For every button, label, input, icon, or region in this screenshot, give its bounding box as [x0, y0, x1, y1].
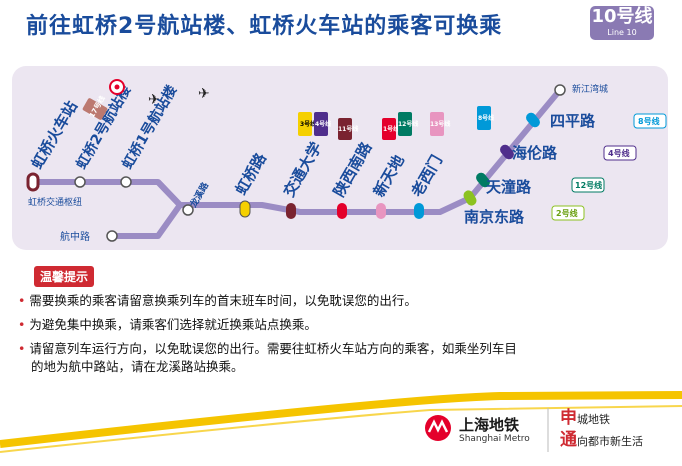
metro-logo-cn: 上海地铁: [459, 416, 520, 434]
station-marker-tiantong: [476, 172, 490, 188]
notice-item-3-text: 请留意列车运行方向，以免耽误您的出行。需要往虹桥火车站方向的乘客，如乘坐列车目: [29, 341, 517, 356]
metro-logo-en: Shanghai Metro: [459, 434, 530, 444]
footer-yellow-thin: [0, 405, 682, 453]
transfer-badge-11: [338, 118, 352, 140]
transfer-badge-12-text: 12号线: [398, 120, 418, 128]
notice-item-2: •为避免集中换乘，请乘客们选择就近换乘站点换乘。: [18, 317, 317, 332]
station-marker-shaanxi: [337, 203, 347, 219]
side-badge-nanjing-text: 2号线: [556, 208, 578, 218]
airplane-icon-terminal1: ✈: [198, 86, 210, 102]
station-label-hangzhong: 航中路: [60, 230, 90, 243]
shanghai-metro-logo-m: [427, 419, 449, 433]
station-marker-xintiandi: [376, 203, 386, 219]
notice-item-3: •请留意列车运行方向，以免耽误您的出行。需要往虹桥火车站方向的乘客，如乘坐列车目: [18, 341, 517, 356]
page-title: 前往虹桥2号航站楼、虹桥火车站的乘客可换乘: [26, 14, 503, 39]
transfer-badge-13: [430, 112, 444, 136]
station-label-laoximen: 老西门: [407, 152, 446, 201]
station-marker-longxi: [182, 204, 194, 216]
station-marker-laoximen: [414, 203, 424, 219]
station-label-hongqiao-rd: 虹桥路: [232, 149, 271, 198]
slogan-1-text: 城地铁: [577, 413, 610, 426]
transfer-badge-4-text: 4号线: [315, 120, 331, 128]
footer-slogan: 申城地铁 通向都市新生活: [560, 408, 643, 452]
station-label-tiantong: 天潼路: [486, 178, 532, 196]
station-marker-hailun: [500, 144, 514, 160]
side-badge-hailun-text: 4号线: [608, 148, 630, 158]
slogan-line-1: 申城地铁: [560, 408, 643, 430]
side-badge-siping: [633, 113, 667, 129]
hub-label: 虹桥交通枢纽: [28, 196, 82, 208]
station-marker-siping: [526, 112, 540, 128]
footer-yellow-swoosh: [0, 391, 682, 448]
airplane-icon-terminal2: ✈: [148, 92, 160, 108]
station-label-hongqiao-rail: 虹桥火车站: [28, 98, 81, 172]
transfer-badge-17: [82, 98, 108, 120]
line10-badge: 10号线 Line 10: [590, 6, 654, 40]
station-marker-xinjiangwan: [554, 84, 566, 96]
notice-item-3-cont: 的地为航中路站，请在龙溪路站换乘。: [31, 358, 244, 376]
transfer-badge-8-text: 8号线: [478, 114, 494, 122]
station-label-nanjing-east: 南京东路: [464, 208, 525, 226]
station-marker-hongqiao-rail: [26, 172, 40, 192]
side-badge-siping-text: 8号线: [638, 116, 660, 126]
transfer-badge-4: [314, 112, 328, 136]
station-marker-jiaotong: [286, 203, 296, 219]
notice-item-1-text: 需要换乘的乘客请留意换乘列车的首末班车时间，以免耽误您的出行。: [29, 293, 417, 308]
notice-item-3-cont-text: 的地为航中路站，请在龙溪路站换乘。: [31, 359, 244, 374]
notice-title: 温馨提示: [34, 266, 95, 287]
side-badge-tiantong-text: 12号线: [575, 180, 602, 190]
line10-badge-number: 10号线: [591, 6, 653, 27]
transfer-badge-11-text: 11号线: [338, 125, 358, 133]
line10-branch-track: [110, 179, 183, 239]
station-label-jiaotong: 交通大学: [280, 139, 326, 200]
station-label-xinjiangwan: 新江湾城: [572, 83, 608, 95]
slogan-line-2: 通向都市新生活: [560, 430, 643, 452]
station-label-xintiandi: 新天地: [370, 152, 408, 200]
notice-item-1: •需要换乘的乘客请留意换乘列车的首末班车时间，以免耽误您的出行。: [18, 293, 417, 308]
side-badge-hailun: [603, 145, 637, 161]
station-marker-hongqiao-rd: [239, 200, 251, 218]
station-marker-terminal1: [120, 176, 132, 188]
station-marker-terminal2: [74, 176, 86, 188]
station-marker-hangzhong: [106, 230, 118, 242]
transfer-badge-1-text: 1号线: [383, 125, 399, 133]
transfer-badge-8: [477, 106, 491, 130]
notice-item-2-text: 为避免集中换乘，请乘客们选择就近换乘站点换乘。: [29, 317, 317, 332]
transfer-badge-12: [398, 112, 412, 136]
slogan-1-big: 申: [560, 408, 577, 428]
side-badge-tiantong: [571, 177, 605, 193]
station-label-siping: 四平路: [550, 112, 596, 130]
line10-badge-english: Line 10: [607, 28, 637, 37]
transfer-badge-3-text: 3号线: [300, 120, 316, 128]
station-label-hailun: 海伦路: [512, 144, 558, 162]
station-marker-nanjing-east: [463, 190, 477, 206]
rail-station-icon-center: [114, 84, 120, 90]
transfer-badge-13-text: 13号线: [430, 120, 450, 128]
slogan-2-text: 向都市新生活: [577, 435, 643, 448]
side-badge-nanjing: [551, 205, 585, 221]
transfer-badge-1: [382, 118, 396, 140]
transfer-badge-3: [298, 112, 312, 136]
slogan-2-big: 通: [560, 430, 577, 450]
